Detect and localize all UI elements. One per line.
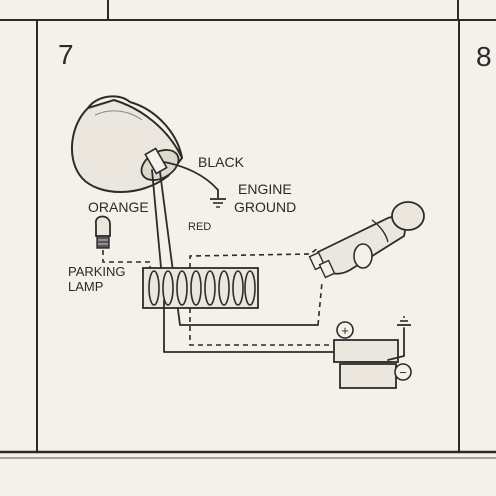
ignition-dashed-wire-side [317,281,323,326]
battery-ground-symbol-icon [397,316,411,326]
label-engine: ENGINE [238,181,292,197]
ignition-switch-icon [308,201,425,279]
gauge-icon [71,95,184,193]
battery-negative-terminal: − [394,363,412,381]
ignition-dashed-wire-top [189,247,319,268]
label-orange: ORANGE [88,199,149,215]
battery-icon [333,339,399,389]
battery-feed-wire [163,299,335,353]
label-red: RED [188,221,211,233]
battery-positive-terminal: + [336,321,354,339]
bulb-dashed-wire [102,250,151,270]
panel-frame [0,0,496,459]
panel-number-8: 8 [476,41,492,72]
ground-symbol-icon [210,190,226,208]
battery-ground-wire [387,327,405,361]
black-wire [163,161,219,191]
bulb-icon [95,215,111,249]
label-ground: GROUND [234,199,296,215]
terminal-strip-icon [142,267,259,309]
label-parking: PARKING [68,264,126,279]
red-wire [159,171,319,326]
battery-dashed-wire [189,308,332,346]
positive-symbol: + [341,323,349,338]
label-lamp: LAMP [68,279,103,294]
label-black: BLACK [198,154,245,170]
panel-number-7: 7 [58,39,74,70]
negative-symbol: − [399,365,407,380]
